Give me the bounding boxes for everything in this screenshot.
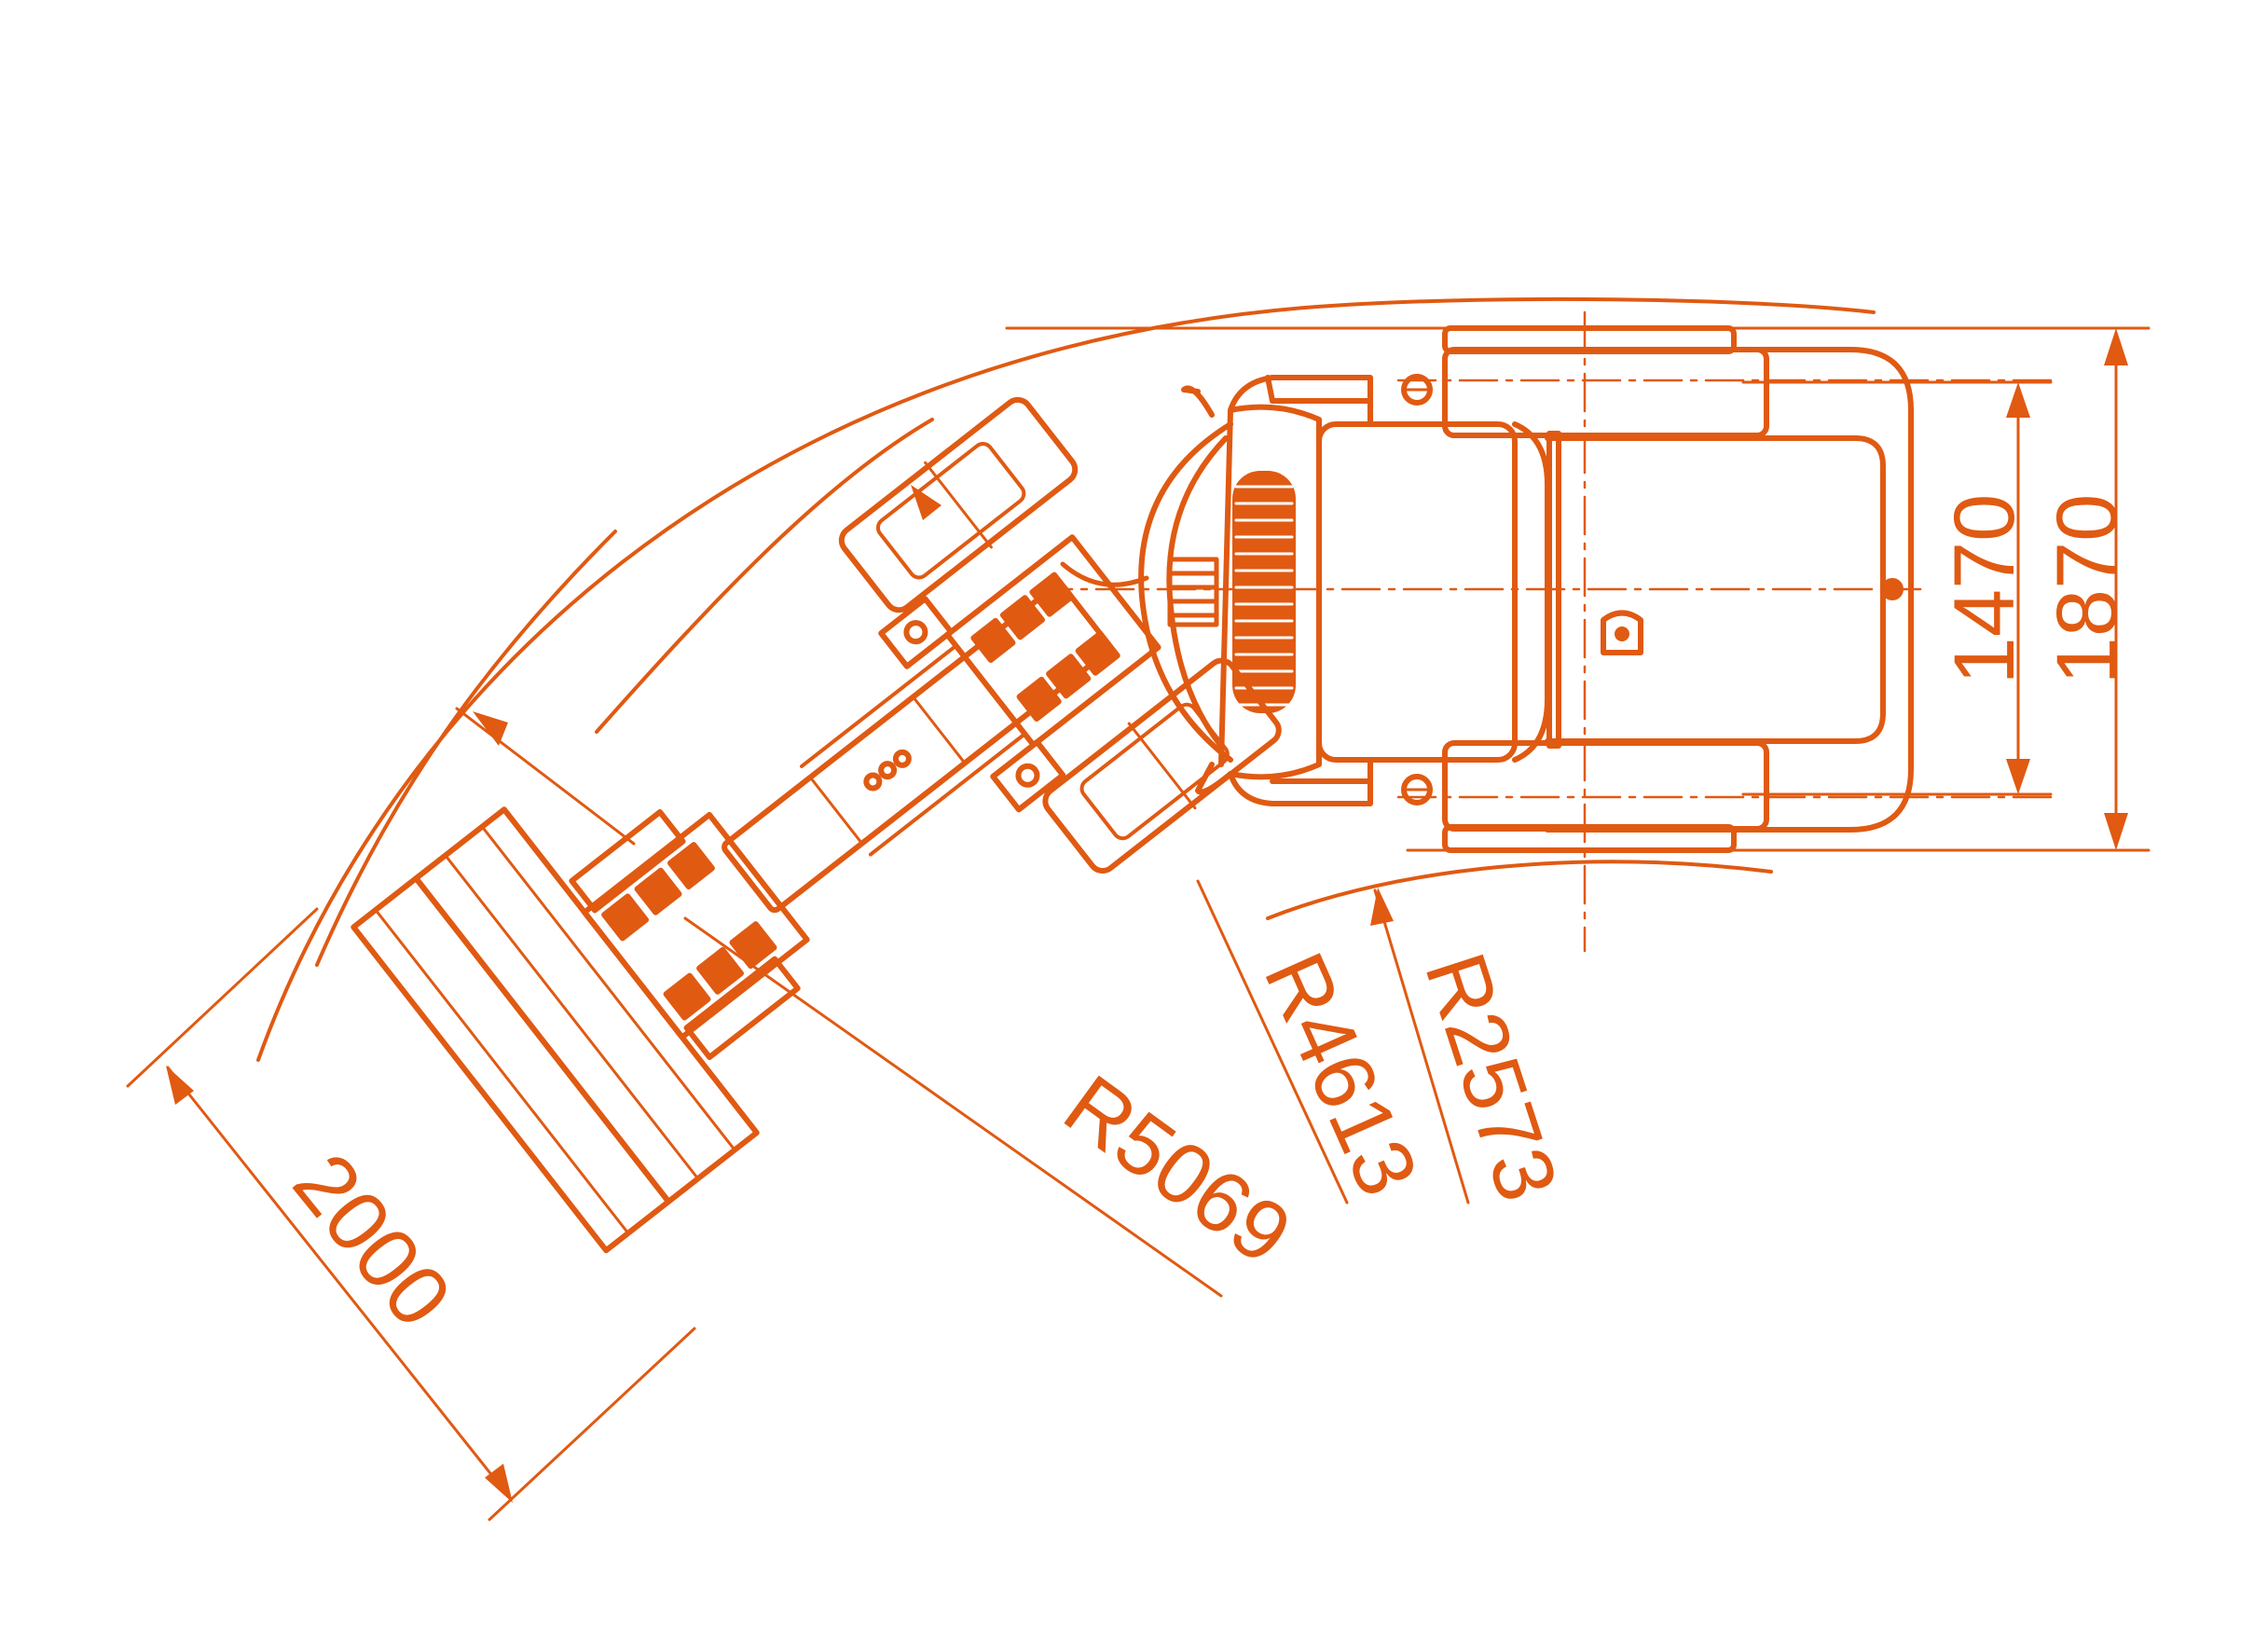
blade-frame-bottom-ear [683, 956, 801, 1060]
arrow-2000-bottom [485, 1464, 513, 1503]
blade-frame-block-2 [634, 867, 682, 915]
radiator-grille [1232, 471, 1296, 713]
leader-r4613 [1196, 879, 1349, 1205]
dim-line-2000 [166, 1066, 513, 1501]
boom-head-block-2 [999, 595, 1045, 640]
ext-line-2000-a [126, 907, 319, 1088]
boom-pin-b [878, 761, 898, 780]
swing-front-arc [1138, 421, 1233, 763]
turning-arcs [256, 296, 1876, 1062]
boom-main [722, 581, 1113, 914]
knuckle-bottom-pin [1015, 763, 1040, 788]
arrow-1870-bottom [2104, 813, 2128, 850]
dimension-leaders [126, 326, 2151, 1521]
arrow-1470-bottom [2006, 759, 2030, 794]
arc-inner-r2573 [1266, 860, 1773, 920]
cab-frame-bottom [1228, 757, 1373, 806]
undercarriage [1442, 325, 1914, 853]
cylinder-top [800, 643, 958, 768]
radiator-fins [1234, 485, 1294, 707]
arrow-1870-top [2104, 328, 2128, 365]
cab-front-line [1218, 407, 1233, 767]
blade-frame-block-6 [729, 921, 777, 970]
boom-section-a [808, 776, 864, 846]
swing-joint [1060, 557, 1219, 627]
boom-section-b [912, 695, 967, 765]
arc-outer-r5069 [256, 296, 1876, 1062]
knuckle-top-pin [903, 620, 928, 645]
cylinder-bottom [868, 732, 1027, 857]
blade-back [413, 806, 760, 1205]
cab [1138, 374, 1550, 806]
blade-frame-block-1 [601, 893, 650, 942]
hydraulic-hose [1060, 561, 1149, 587]
blade-frame-block-3 [667, 842, 715, 889]
blade-rib-line [444, 854, 700, 1180]
arrow-1470-top [2006, 382, 2030, 418]
cab-front-panel [1228, 404, 1322, 780]
arc-blade-sweep [315, 530, 617, 967]
blade-frame-block-4 [663, 972, 711, 1021]
boom-head-block-4 [1016, 676, 1062, 722]
swing-joint-block [1167, 557, 1219, 627]
ext-line-blade [455, 707, 636, 846]
boom-head [944, 534, 1161, 749]
arc-middle-r4613 [595, 418, 934, 734]
mirror-top [1181, 385, 1215, 418]
blade-frame-block-5 [696, 946, 744, 995]
boom-head-block-5 [1046, 654, 1092, 699]
label-1870: 1870 [2040, 494, 2135, 685]
arrow-2000-top [166, 1066, 194, 1105]
counterweight-outline [1545, 347, 1914, 833]
boom-head-block-1 [970, 617, 1016, 663]
arrow-blade-ext [473, 711, 508, 746]
knuckle-top [878, 596, 955, 669]
radiator-block [1232, 471, 1296, 713]
track-bottom-body [1442, 740, 1769, 832]
boom-head-block-3 [1029, 571, 1075, 617]
cab-step-top [1265, 375, 1373, 404]
wheel-front-bottom-inner [1079, 702, 1230, 841]
label-r4613: R4613 [1246, 940, 1436, 1209]
ext-line-2000-b [488, 1327, 696, 1521]
boom-pin-a [863, 772, 883, 792]
wheel-front-top-inner [875, 442, 1026, 580]
blade-frame-top-ear [569, 808, 686, 914]
boom-head-block-6 [1075, 630, 1120, 676]
cab-rear [1512, 421, 1550, 763]
label-r5069: R5069 [1048, 1057, 1308, 1283]
leader-r2573 [1373, 888, 1470, 1205]
fuel-cap [1601, 610, 1643, 655]
fuel-cap-dot [1615, 626, 1629, 641]
counterweight-pin [1881, 578, 1904, 600]
boom-assembly [350, 396, 1282, 1254]
label-1470: 1470 [1937, 494, 2032, 685]
knuckle-bottom [990, 738, 1066, 813]
cab-roof [1316, 421, 1518, 763]
leader-r5069 [683, 916, 1223, 1298]
arrow-r2573 [1370, 888, 1394, 926]
boom-pin-c [892, 749, 912, 768]
blade-edge-line [374, 908, 630, 1235]
blade-rib-line-2 [480, 825, 736, 1151]
arrow-r4613 [911, 485, 941, 520]
arrowheads [166, 328, 2128, 1503]
